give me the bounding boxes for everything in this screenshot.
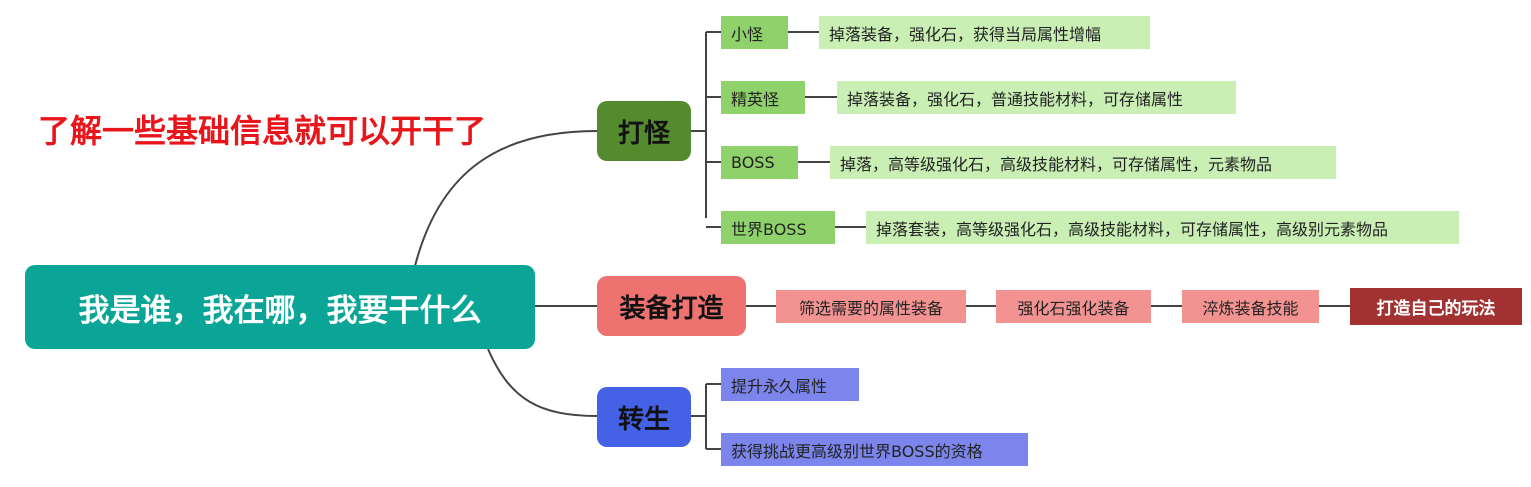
equipment-step-node[interactable]: 筛选需要的属性装备 (776, 290, 966, 323)
branch-monsters[interactable]: 打怪 (597, 101, 691, 161)
equipment-final-node[interactable]: 打造自己的玩法 (1350, 288, 1522, 325)
monster-detail-node[interactable]: 掉落装备，强化石，获得当局属性增幅 (819, 16, 1150, 49)
branch-rebirth[interactable]: 转生 (597, 387, 691, 447)
link-root-monsters (414, 130, 598, 267)
rebirth-item-node[interactable]: 获得挑战更高级别世界BOSS的资格 (721, 433, 1028, 466)
monster-detail-node[interactable]: 掉落，高等级强化石，高级技能材料，可存储属性，元素物品 (830, 146, 1336, 179)
monster-detail-node[interactable]: 掉落装备，强化石，普通技能材料，可存储属性 (837, 81, 1236, 114)
link-rebirth-spine (691, 383, 721, 450)
link-monsters-spine (691, 31, 721, 228)
equipment-step-node[interactable]: 淬炼装备技能 (1182, 290, 1319, 323)
monster-type-node[interactable]: 小怪 (721, 16, 788, 49)
branch-equipment[interactable]: 装备打造 (597, 276, 746, 336)
monster-detail-node[interactable]: 掉落套装，高等级强化石，高级技能材料，可存储属性，高级别元素物品 (866, 211, 1459, 244)
rebirth-item-node[interactable]: 提升永久属性 (721, 368, 859, 401)
root-node[interactable]: 我是谁，我在哪，我要干什么 (25, 265, 535, 349)
link-root-rebirth (487, 348, 598, 417)
monster-type-node[interactable]: 世界BOSS (721, 211, 835, 244)
monster-type-node[interactable]: 精英怪 (721, 81, 805, 114)
monster-type-node[interactable]: BOSS (721, 146, 798, 179)
equipment-step-node[interactable]: 强化石强化装备 (996, 290, 1151, 323)
header-note: 了解一些基础信息就可以开干了 (38, 112, 487, 150)
